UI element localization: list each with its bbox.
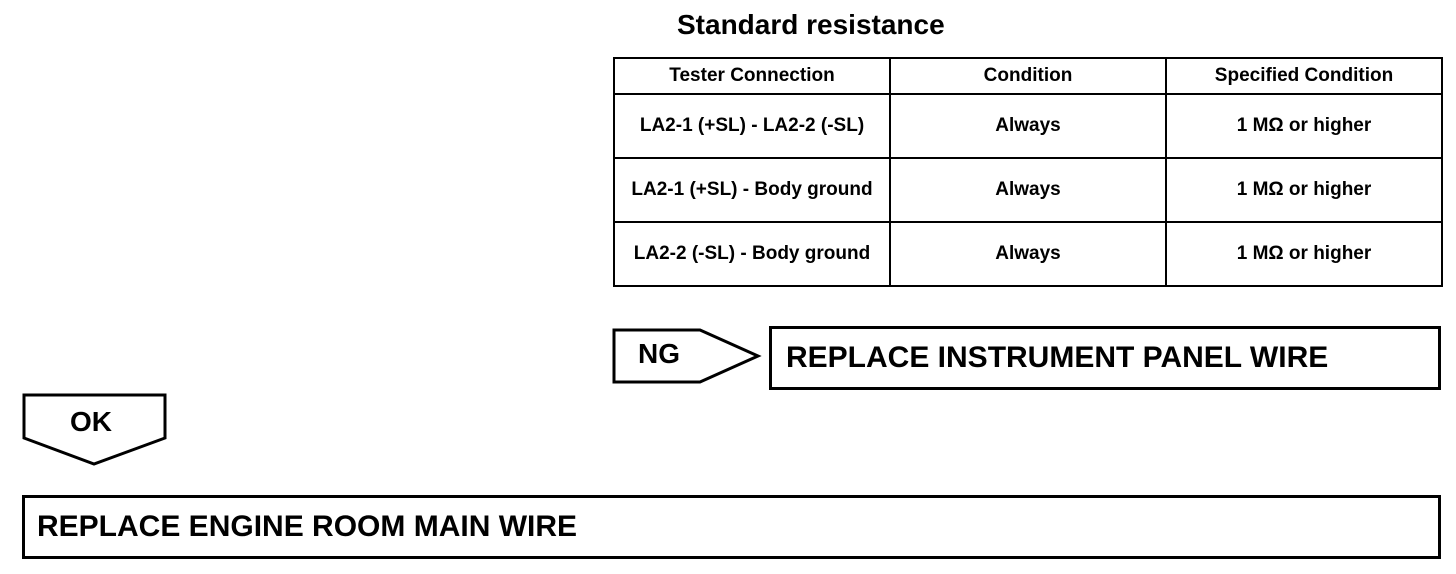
- resistance-table: Tester Connection Condition Specified Co…: [613, 57, 1443, 287]
- cell-condition: Always: [889, 157, 1167, 223]
- cell-tester-connection: LA2-1 (+SL) - LA2-2 (-SL): [613, 93, 891, 159]
- ok-action-box: REPLACE ENGINE ROOM MAIN WIRE: [22, 495, 1441, 559]
- ng-arrow-icon: [612, 328, 762, 384]
- cell-condition: Always: [889, 93, 1167, 159]
- header-specified-condition: Specified Condition: [1165, 57, 1443, 95]
- header-tester-connection: Tester Connection: [613, 57, 891, 95]
- table-row: LA2-2 (-SL) - Body ground Always 1 MΩ or…: [613, 221, 1443, 287]
- cell-specified-condition: 1 MΩ or higher: [1165, 93, 1443, 159]
- ng-label: NG: [638, 338, 680, 369]
- ng-action-box: REPLACE INSTRUMENT PANEL WIRE: [769, 326, 1441, 390]
- cell-specified-condition: 1 MΩ or higher: [1165, 221, 1443, 287]
- cell-tester-connection: LA2-1 (+SL) - Body ground: [613, 157, 891, 223]
- header-condition: Condition: [889, 57, 1167, 95]
- ng-action-text: REPLACE INSTRUMENT PANEL WIRE: [786, 341, 1329, 374]
- table-row: LA2-1 (+SL) - Body ground Always 1 MΩ or…: [613, 157, 1443, 223]
- table-row: LA2-1 (+SL) - LA2-2 (-SL) Always 1 MΩ or…: [613, 93, 1443, 159]
- cell-condition: Always: [889, 221, 1167, 287]
- ok-action-text: REPLACE ENGINE ROOM MAIN WIRE: [37, 510, 578, 543]
- cell-tester-connection: LA2-2 (-SL) - Body ground: [613, 221, 891, 287]
- page-title: Standard resistance: [677, 9, 945, 40]
- ok-label: OK: [70, 406, 112, 437]
- cell-specified-condition: 1 MΩ or higher: [1165, 157, 1443, 223]
- table-header-row: Tester Connection Condition Specified Co…: [613, 57, 1443, 95]
